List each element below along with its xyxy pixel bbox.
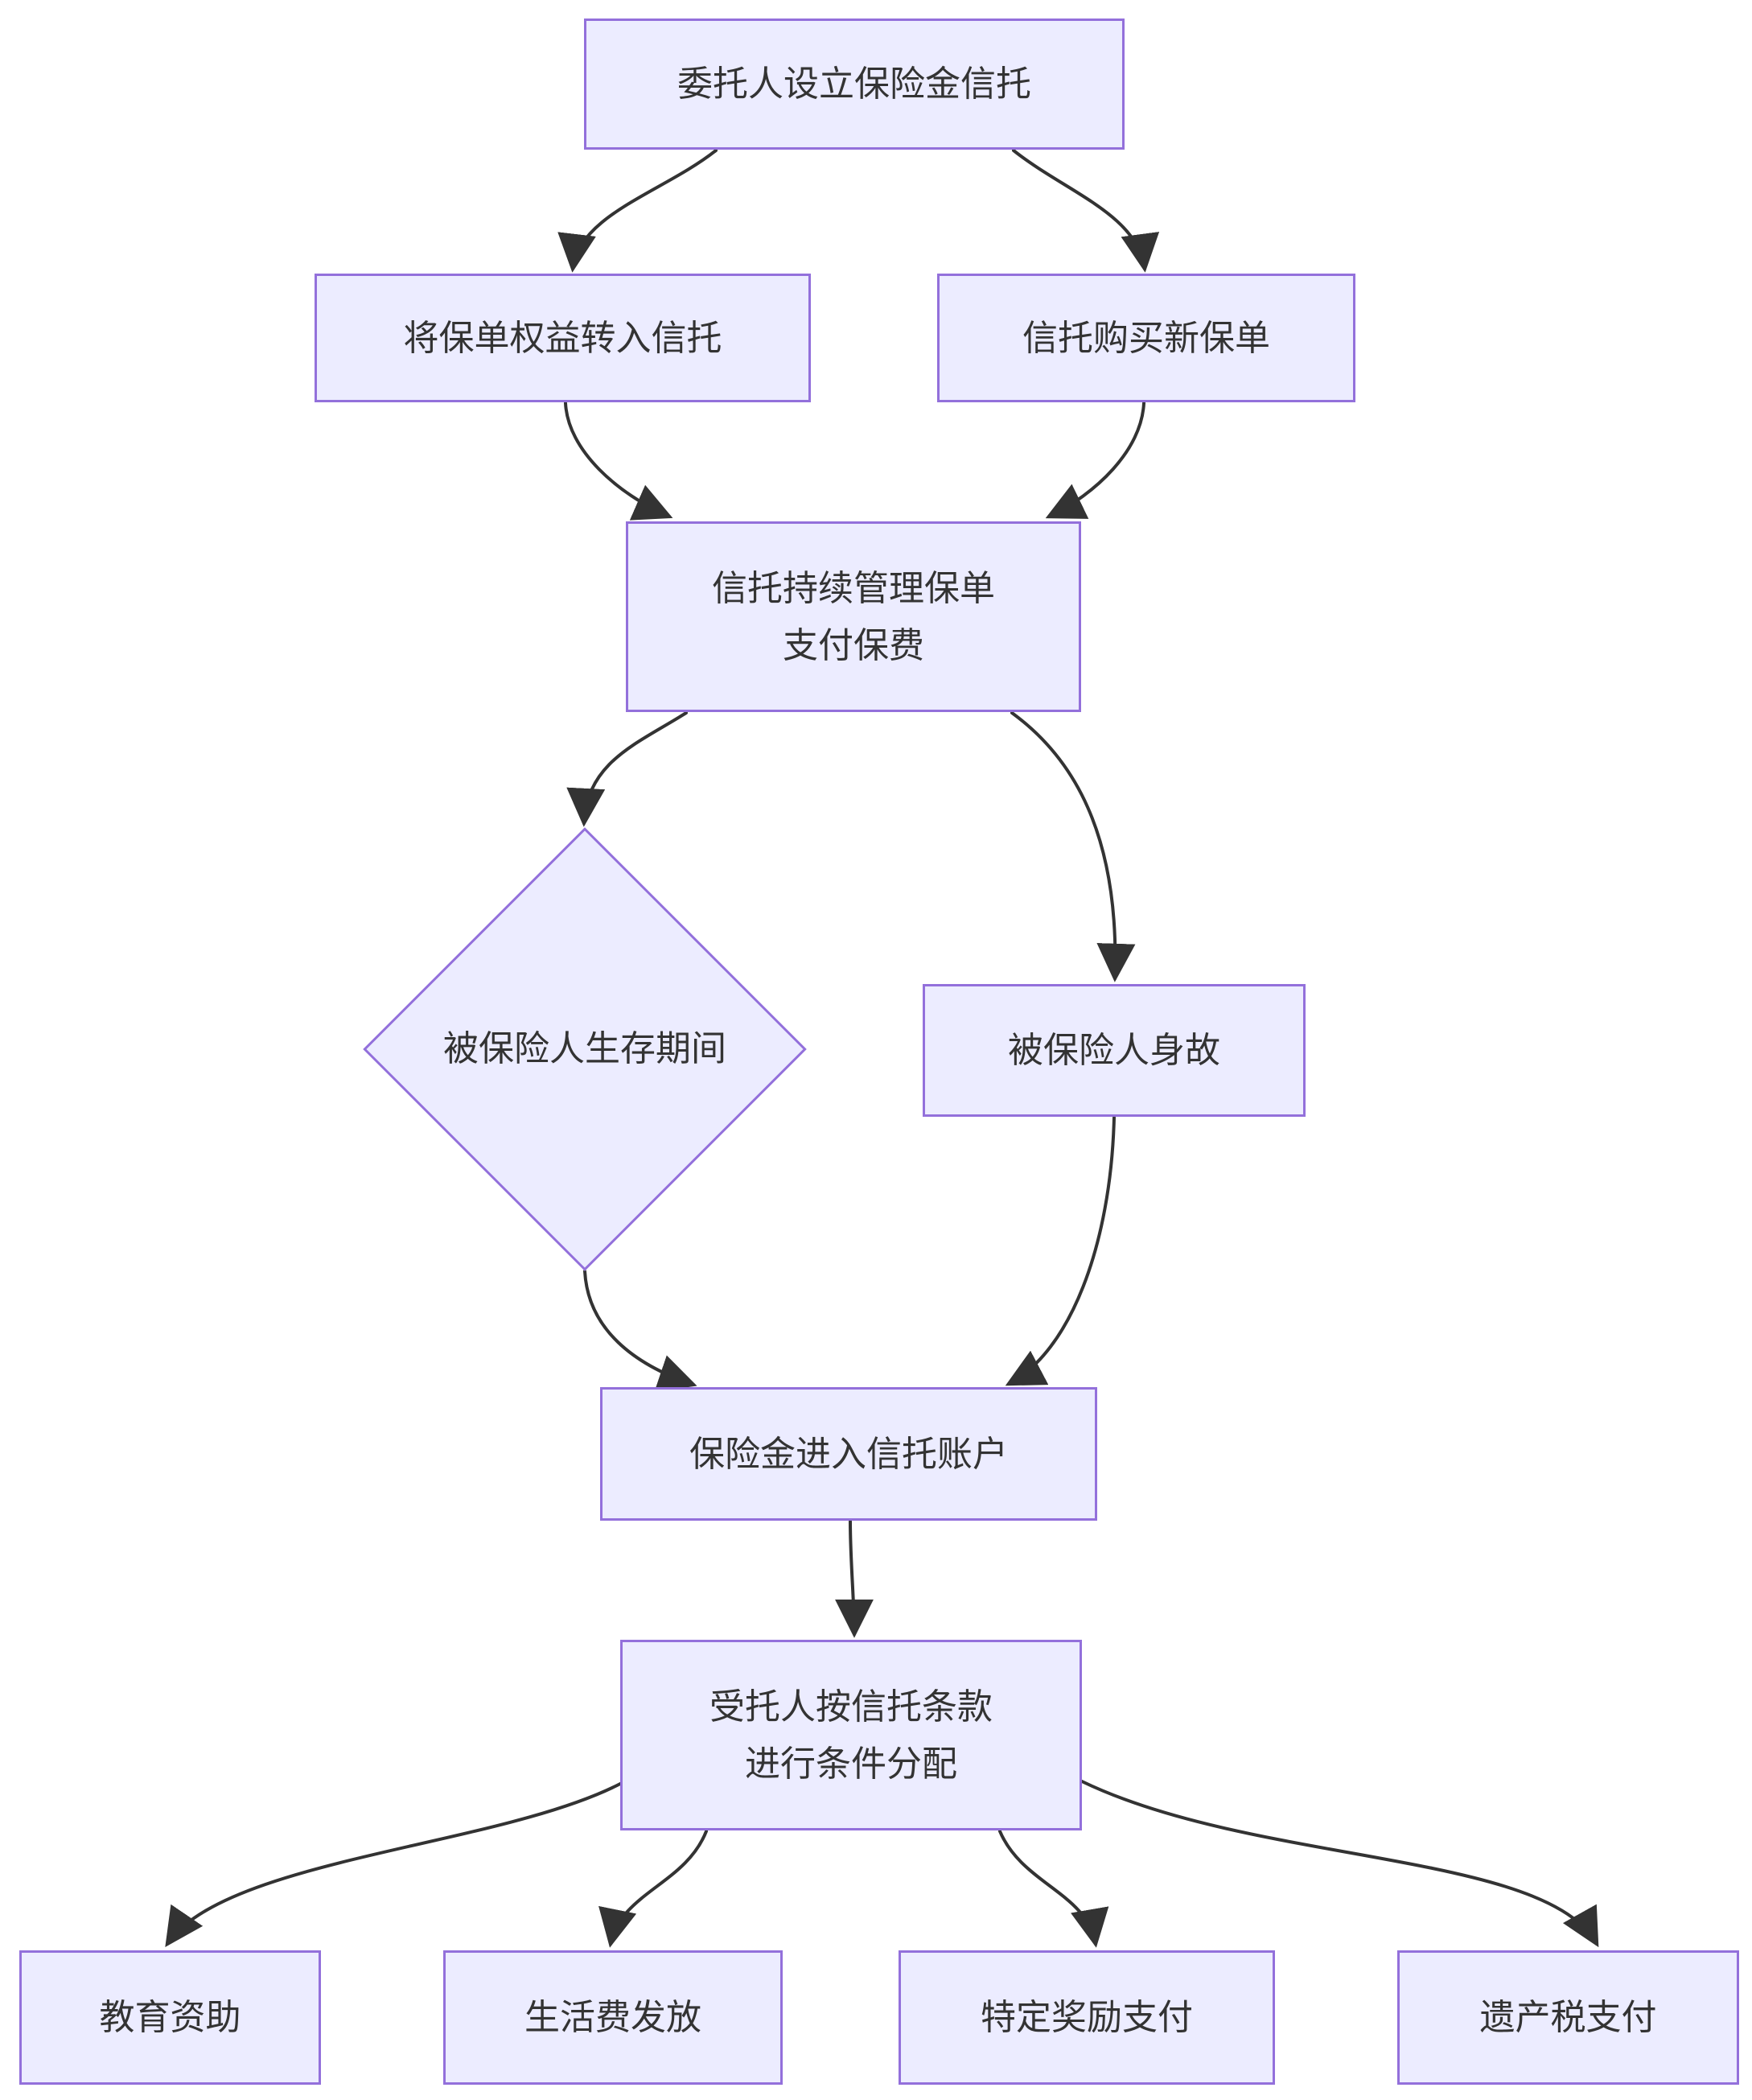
edge-trustee-to-estate-tax	[1080, 1780, 1599, 1948]
node-buy-new-policy: 信托购买新保单	[937, 274, 1355, 402]
node-manage-policy: 信托持续管理保单 支付保费	[626, 521, 1081, 712]
node-transfer-policy: 将保单权益转入信托	[315, 274, 811, 402]
node-specific-reward: 特定奖励支付	[899, 1950, 1275, 2085]
edge-insured-death-to-proceeds	[1005, 1116, 1116, 1386]
edge-buy-new-policy-to-manage-policy	[1045, 401, 1145, 519]
edge-settlor-to-buy-new-policy	[1012, 149, 1160, 273]
edge-trustee-to-education-funding	[165, 1782, 622, 1947]
edge-manage-policy-to-insured-alive	[566, 711, 688, 827]
edge-trustee-to-specific-reward	[998, 1830, 1109, 1948]
node-settlor: 委托人设立保险金信托	[584, 19, 1125, 150]
edge-transfer-policy-to-manage-policy	[564, 401, 673, 521]
node-trustee-distribution: 受托人按信托条款 进行条件分配	[620, 1640, 1082, 1830]
node-proceeds-to-trust: 保险金进入信托账户	[600, 1387, 1097, 1521]
node-estate-tax: 遗产税支付	[1397, 1950, 1739, 2085]
node-education-funding: 教育资助	[19, 1950, 321, 2085]
edge-manage-policy-to-insured-death	[1010, 711, 1136, 982]
edge-trustee-to-living-expenses	[598, 1830, 708, 1948]
decision-insured-alive: 被保险人生存期间	[443, 1028, 726, 1069]
node-living-expenses: 生活费发放	[443, 1950, 783, 2085]
edge-settlor-to-transfer-policy	[557, 149, 718, 273]
node-insured-death: 被保险人身故	[923, 984, 1306, 1117]
edge-proceeds-to-trustee-distribution	[834, 1520, 874, 1638]
edge-insured-alive-to-proceeds	[583, 1270, 697, 1392]
